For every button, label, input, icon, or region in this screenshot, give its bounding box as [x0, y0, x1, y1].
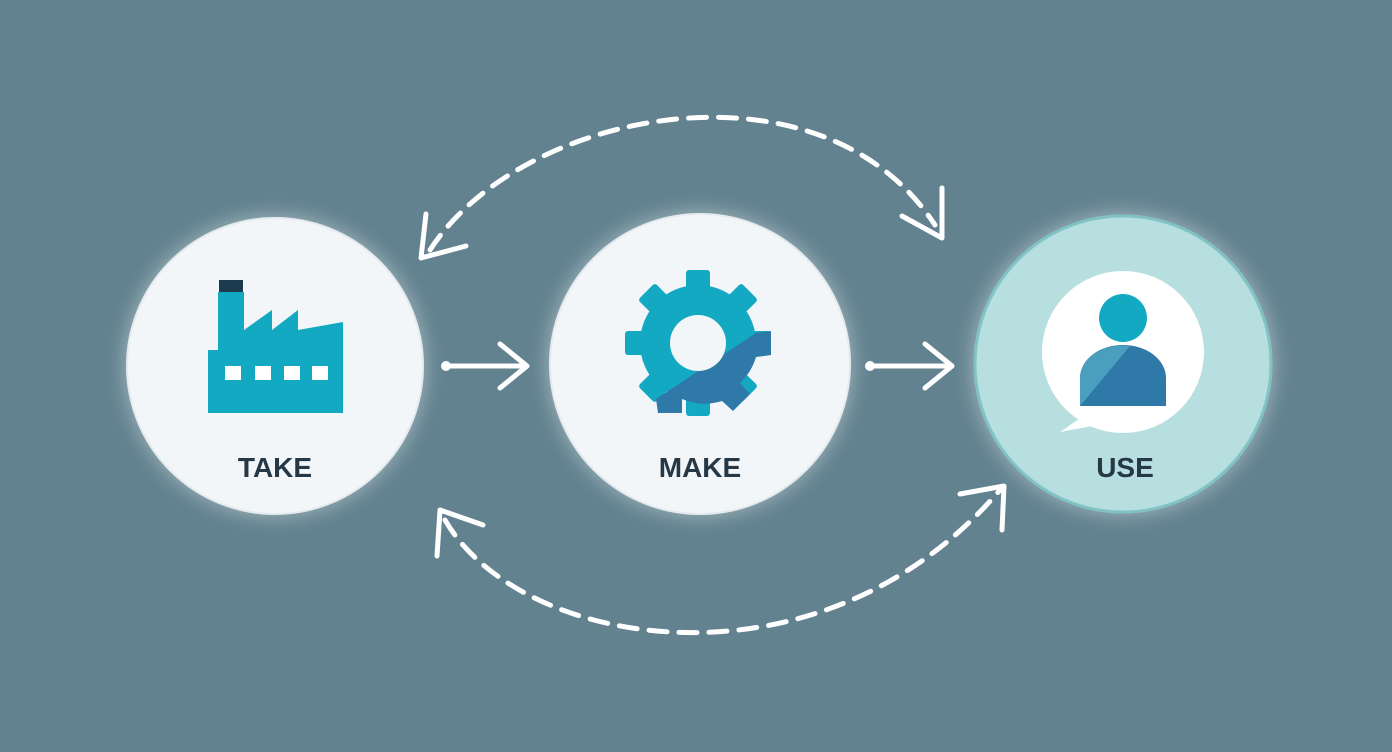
top-cycle-arrow: [418, 114, 945, 261]
node-take-label: TAKE: [238, 452, 312, 483]
node-make: MAKE: [549, 213, 851, 515]
node-use-label: USE: [1096, 452, 1154, 483]
bottom-cycle-arrow: [434, 483, 1007, 635]
top-arc-right-arrowhead: [899, 185, 945, 241]
node-take: TAKE: [126, 217, 424, 515]
make-to-use-arrow: [865, 341, 955, 391]
node-use: USE: [973, 214, 1273, 514]
gear-icon: [625, 270, 771, 416]
take-to-make-arrow: [441, 341, 530, 391]
bottom-arc-left-arrowhead: [434, 507, 486, 559]
user-chat-icon: [1042, 271, 1204, 433]
bottom-arc-right-arrowhead: [957, 483, 1007, 533]
top-arc-left-arrowhead: [418, 211, 469, 261]
node-make-label: MAKE: [659, 452, 741, 483]
factory-icon: [208, 280, 343, 413]
